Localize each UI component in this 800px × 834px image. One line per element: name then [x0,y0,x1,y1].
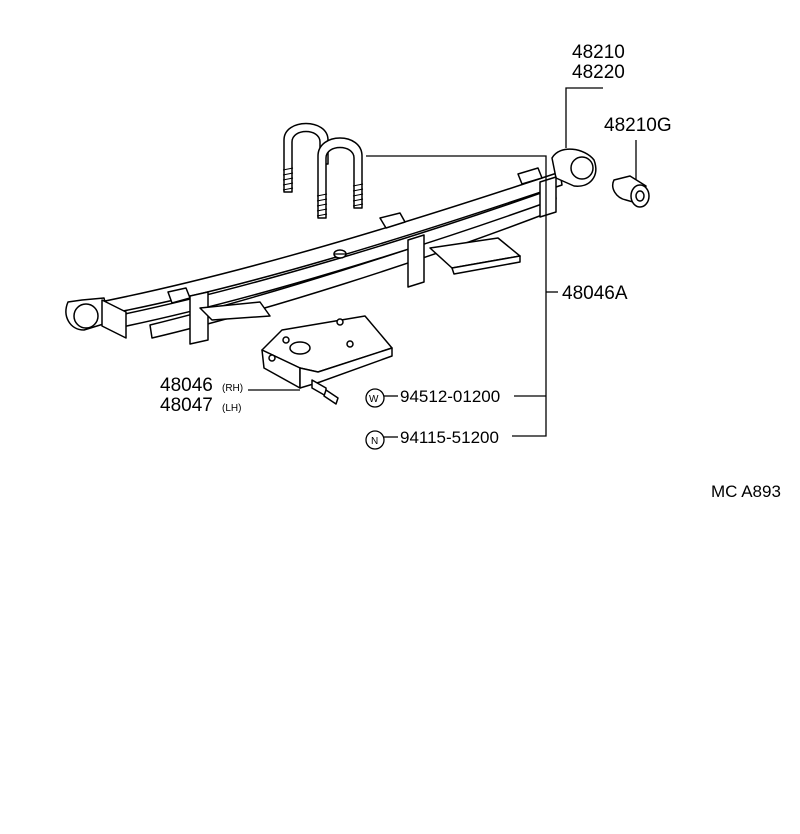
label-48046: 48046 [160,375,213,396]
spring-clips [167,167,557,345]
u-bolt-right [316,137,364,219]
nut-symbol: N [371,436,378,447]
nut-symbol-circle [365,430,385,450]
u-bolt-left [282,122,329,193]
label-94115-51200: 94115-51200 [400,428,499,447]
spring-seat-bracket [199,237,521,321]
label-94512-01200: 94512-01200 [400,387,500,406]
washer-symbol-circle [365,388,385,408]
label-48047-side: (LH) [222,403,241,414]
spring-bushing [612,175,650,208]
label-48046-side: (RH) [222,383,243,394]
spring-rear-eye [551,148,597,187]
label-48210g: 48210G [604,115,672,136]
washer-symbol: W [369,394,379,405]
spring-main-leaf [84,171,563,319]
spring-front-eye [65,297,127,339]
label-48220: 48220 [572,62,625,83]
part-labels: 48210 48220 48210G 48046A 48046 (RH) 480… [160,42,781,501]
leader-lines [248,87,637,437]
diagram-code: MC A893 [711,482,781,501]
label-48047: 48047 [160,395,213,416]
label-48046a: 48046A [562,283,628,304]
spring-seat-plate [261,315,393,405]
label-48210: 48210 [572,42,625,63]
